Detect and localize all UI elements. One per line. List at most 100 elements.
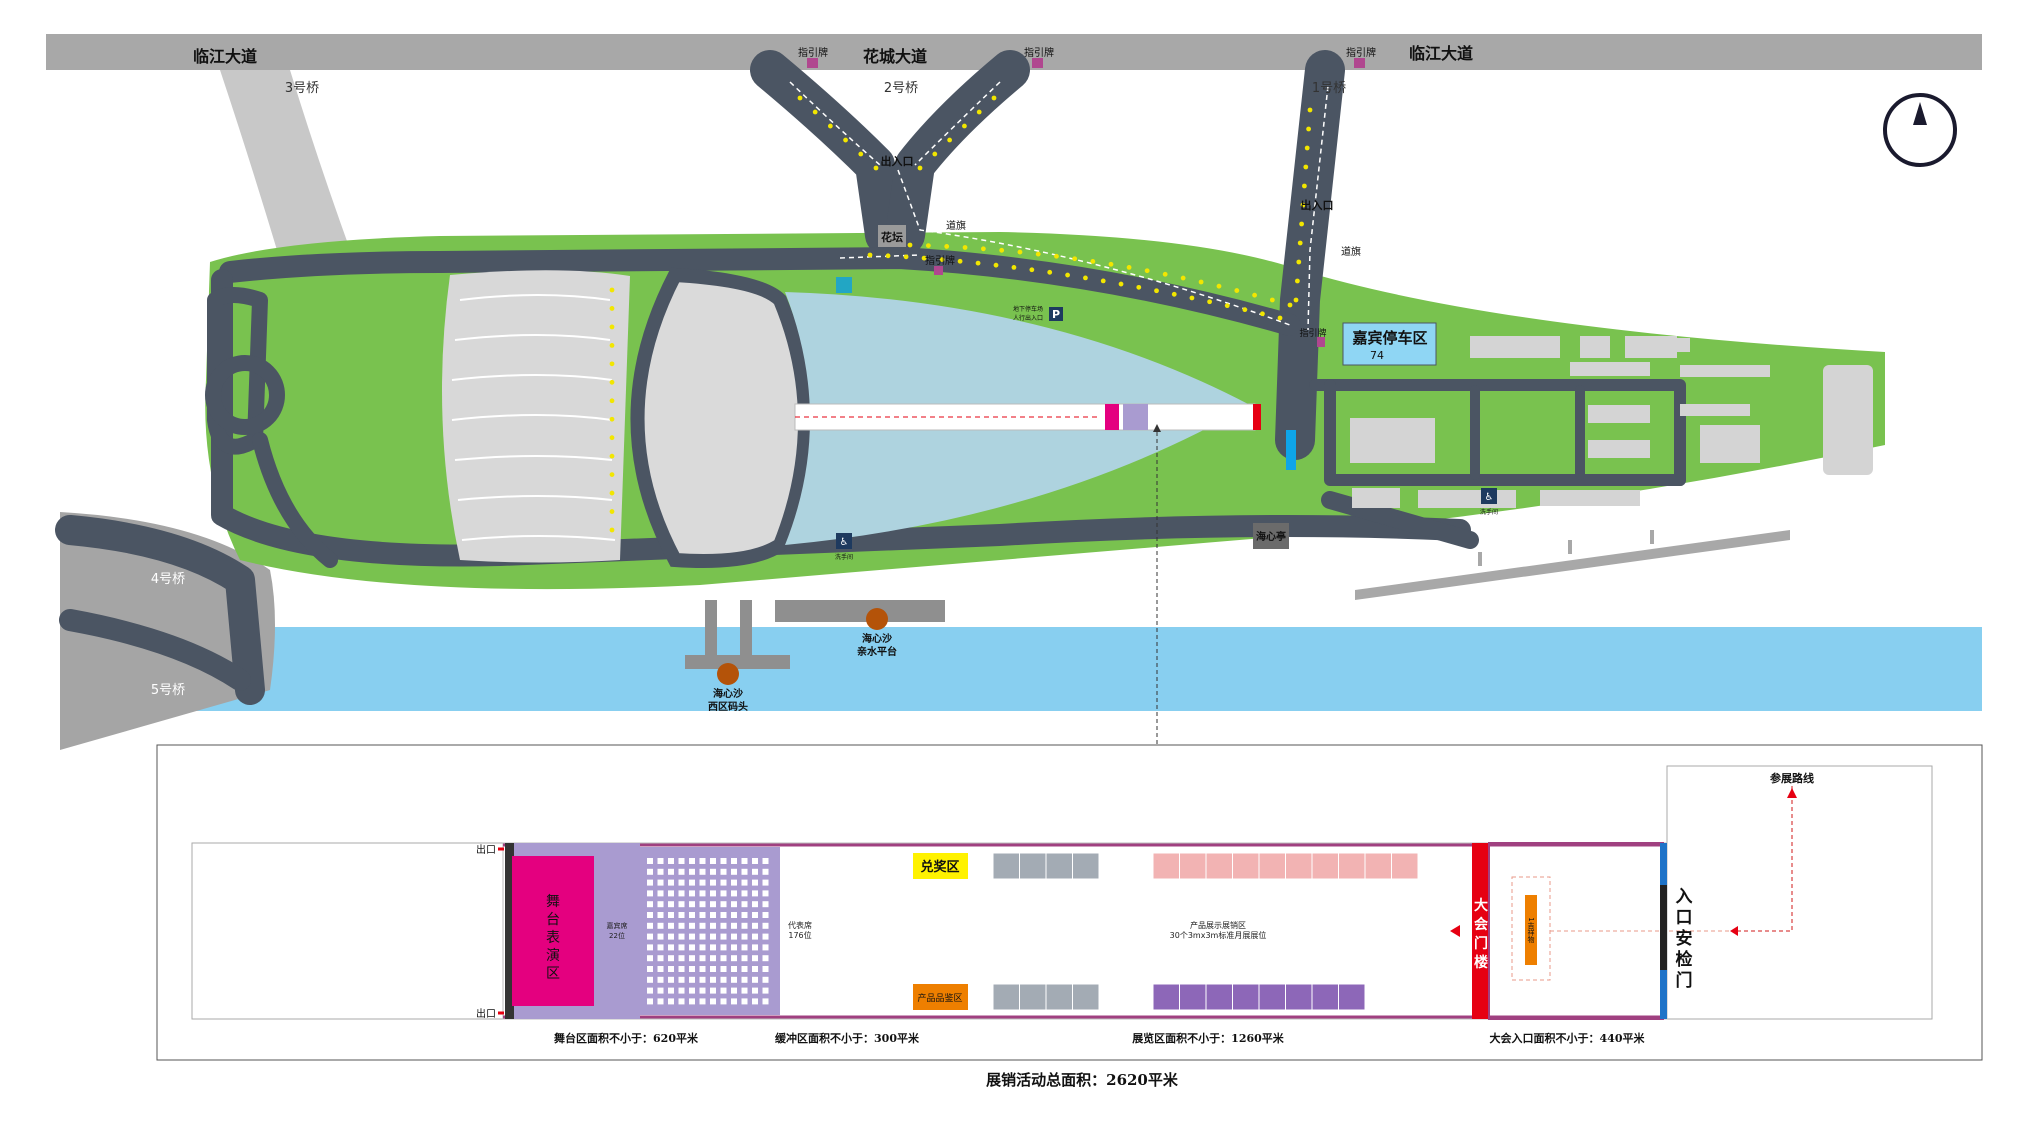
- seat: [710, 933, 716, 940]
- seat: [657, 966, 664, 972]
- seat: [762, 879, 769, 886]
- booth: [1152, 852, 1180, 880]
- flag-dot: [1162, 271, 1168, 277]
- seat: [762, 976, 769, 983]
- seat: [699, 987, 706, 994]
- booth: [1205, 852, 1233, 880]
- seat: [689, 933, 695, 940]
- exhibit-line1: 产品展示展销区: [1190, 920, 1246, 930]
- seat: [647, 933, 653, 940]
- flag-dot: [609, 435, 615, 441]
- sign-label-mid: 指引牌: [925, 254, 955, 267]
- seat: [678, 998, 685, 1005]
- vip-parking-count: 74: [1370, 349, 1384, 362]
- booth: [1258, 852, 1286, 880]
- seat: [689, 987, 695, 994]
- parking-note-line1: 地下停车场: [1013, 305, 1043, 313]
- flag-dot: [609, 361, 615, 367]
- flag-dot: [1171, 291, 1177, 297]
- flag-dot: [1300, 202, 1306, 208]
- seat: [762, 944, 769, 951]
- southeast-pier: [1355, 530, 1790, 600]
- east-buildings: [1350, 336, 1873, 508]
- flag-dot: [1047, 269, 1053, 275]
- seat: [668, 901, 674, 908]
- seat: [689, 955, 695, 962]
- seat: [710, 944, 716, 951]
- flag-dot: [797, 95, 803, 101]
- seat: [710, 966, 716, 972]
- waterside-platform: [775, 600, 945, 622]
- seat: [689, 901, 695, 908]
- flag-dot: [980, 246, 986, 252]
- seat: [741, 944, 748, 951]
- seat: [668, 955, 674, 962]
- booth: [1285, 983, 1313, 1011]
- seat: [720, 966, 727, 972]
- seat: [678, 933, 685, 940]
- seat: [647, 858, 653, 864]
- booth: [1232, 852, 1260, 880]
- svg-text:♿: ♿: [1485, 492, 1494, 503]
- booth: [1338, 852, 1366, 880]
- flag-dot: [1216, 283, 1222, 289]
- booth: [1338, 983, 1366, 1011]
- flag-dot: [1072, 256, 1078, 262]
- booth: [1179, 983, 1207, 1011]
- seat: [647, 912, 653, 918]
- flag-dot: [609, 527, 615, 533]
- flag-dot: [609, 416, 615, 422]
- seat: [657, 955, 664, 962]
- flag-dot: [1144, 268, 1150, 274]
- flag-dot: [1207, 299, 1212, 305]
- seat: [752, 944, 758, 951]
- seat: [689, 890, 695, 897]
- flag-dot: [932, 151, 938, 157]
- svg-text:P: P: [1052, 308, 1060, 321]
- seat: [731, 868, 737, 875]
- seat: [678, 955, 685, 962]
- rep-seats-zone: [640, 847, 780, 1015]
- bridge-2-label: 2号桥: [884, 81, 918, 96]
- flag-dot: [873, 165, 879, 171]
- booth: [1258, 983, 1286, 1011]
- seat: [752, 922, 758, 929]
- seat: [647, 901, 653, 908]
- stage-performance-zone: [512, 856, 594, 1006]
- booths: [992, 852, 1419, 1011]
- flag-dot: [921, 255, 927, 261]
- flag-dot: [1065, 272, 1070, 278]
- pier-marker-icon: [717, 663, 739, 685]
- seat: [699, 879, 706, 886]
- vip-parking-label: 嘉宾停车区: [1351, 329, 1427, 347]
- seat: [668, 858, 674, 864]
- booth: [1072, 852, 1100, 880]
- seat: [752, 879, 758, 886]
- flag-dot: [1180, 275, 1186, 281]
- seat: [668, 868, 674, 875]
- flag-dot: [907, 242, 913, 248]
- seat: [731, 987, 737, 994]
- flag-dot: [609, 398, 615, 404]
- road-label-center: 花城大道: [863, 47, 927, 66]
- seat: [741, 933, 748, 940]
- seat: [752, 976, 758, 983]
- seat: [678, 976, 685, 983]
- platform-label-1: 海心沙: [862, 632, 892, 645]
- seat: [678, 890, 685, 897]
- prize-zone-label: 兑奖区: [920, 859, 959, 875]
- seat: [710, 998, 716, 1005]
- flag-dot: [609, 453, 615, 459]
- seat: [689, 879, 695, 886]
- seat: [647, 998, 653, 1005]
- booth: [992, 983, 1020, 1011]
- blue-check-in-sign: [1286, 430, 1296, 470]
- stage-zone-label: 舞台表演区: [546, 894, 560, 982]
- flag-dot: [947, 137, 953, 143]
- flag-dot: [812, 109, 818, 115]
- seat: [689, 976, 695, 983]
- area-exhibit-label: 展览区面积不小于：1260平米: [1131, 1031, 1285, 1045]
- entrance-label-1: 出入口: [1301, 198, 1334, 212]
- vip-parking-area: [1342, 322, 1437, 366]
- seat: [657, 998, 664, 1005]
